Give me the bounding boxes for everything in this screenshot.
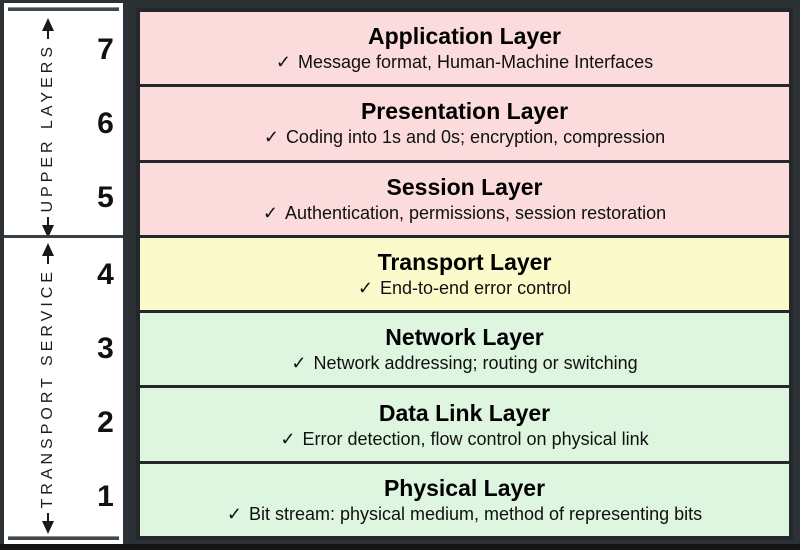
arrow-line xyxy=(47,31,49,39)
layer-title: Data Link Layer xyxy=(378,399,551,426)
check-icon: ✓ xyxy=(291,353,307,374)
layer-detail-text: Error detection, flow control on physica… xyxy=(302,428,649,449)
layer-title: Application Layer xyxy=(368,23,561,50)
layer-number-6: 6 xyxy=(97,107,114,140)
lower-layer-numbers: 4 3 2 1 xyxy=(92,238,123,534)
arrow-line xyxy=(47,216,49,225)
layer-detail: ✓ Authentication, permissions, session re… xyxy=(263,201,666,225)
arrow-up-icon xyxy=(42,18,54,31)
transport-service-group: TRANSPORT SERVICE 4 3 2 1 xyxy=(4,238,123,534)
upper-layer-numbers: 7 6 5 xyxy=(92,13,123,235)
check-icon: ✓ xyxy=(280,428,296,449)
layer-title: Session Layer xyxy=(386,173,543,200)
check-icon: ✓ xyxy=(226,503,242,524)
arrow-up-icon xyxy=(42,243,54,256)
layer-number-3: 3 xyxy=(97,332,114,365)
layer-number-4: 4 xyxy=(97,258,114,291)
layer-detail-text: Network addressing; routing or switching xyxy=(313,353,638,374)
layer-detail-text: Coding into 1s and 0s; encryption, compr… xyxy=(285,127,666,148)
arrow-line xyxy=(47,512,49,521)
osi-layers-table: Application Layer ✓ Message format, Human… xyxy=(136,8,793,540)
layer-row-7-application: Application Layer ✓ Message format, Human… xyxy=(140,12,789,88)
layer-number-1: 1 xyxy=(97,480,114,513)
layer-title: Transport Layer xyxy=(377,248,552,275)
layer-detail: ✓ Network addressing; routing or switchin… xyxy=(291,351,637,375)
arrow-down-icon xyxy=(42,520,54,534)
layer-row-5-session: Session Layer ✓ Authentication, permissio… xyxy=(140,162,789,238)
upper-layers-span-arrow: UPPER LAYERS xyxy=(4,13,92,238)
layer-row-3-network: Network Layer ✓ Network addressing; routi… xyxy=(140,313,789,389)
check-icon: ✓ xyxy=(263,127,279,148)
check-icon: ✓ xyxy=(275,52,291,73)
layer-detail: ✓ End-to-end error control xyxy=(358,276,571,300)
layer-detail-text: End-to-end error control xyxy=(380,277,572,298)
layer-number-7: 7 xyxy=(97,33,114,66)
layer-detail-text: Message format, Human-Machine Interfaces xyxy=(297,52,654,73)
layer-detail-text: Authentication, permissions, session res… xyxy=(284,202,667,223)
layer-row-2-data-link: Data Link Layer ✓ Error detection, flow c… xyxy=(140,388,789,464)
layer-detail-text: Bit stream: physical medium, method of r… xyxy=(248,503,703,524)
top-cap-line xyxy=(8,7,119,11)
arrow-line xyxy=(47,256,49,264)
layer-groups-panel: UPPER LAYERS 7 6 5 TRANSPORT SERVICE 4 xyxy=(4,3,123,544)
bottom-cap-line xyxy=(8,536,119,540)
upper-layers-group: UPPER LAYERS 7 6 5 xyxy=(4,13,123,238)
layer-number-2: 2 xyxy=(97,406,114,439)
transport-service-label: TRANSPORT SERVICE xyxy=(39,268,56,509)
layer-row-4-transport: Transport Layer ✓ End-to-end error contro… xyxy=(140,237,789,314)
check-icon: ✓ xyxy=(357,277,373,298)
layer-title: Presentation Layer xyxy=(360,98,569,125)
check-icon: ✓ xyxy=(262,202,278,223)
layer-detail: ✓ Coding into 1s and 0s; encryption, comp… xyxy=(264,125,665,149)
layer-number-5: 5 xyxy=(97,181,114,214)
upper-layers-label: UPPER LAYERS xyxy=(39,43,56,213)
layer-title: Network Layer xyxy=(385,324,544,351)
arrow-down-icon xyxy=(42,224,54,238)
layer-detail: ✓ Bit stream: physical medium, method of … xyxy=(227,502,702,526)
layer-row-1-physical: Physical Layer ✓ Bit stream: physical med… xyxy=(140,463,789,536)
layer-detail: ✓ Error detection, flow control on physic… xyxy=(280,427,648,451)
transport-service-span-arrow: TRANSPORT SERVICE xyxy=(4,238,92,534)
group-divider-line xyxy=(4,235,123,238)
layer-title: Physical Layer xyxy=(383,474,546,501)
bottom-edge-strip xyxy=(0,544,800,550)
layer-row-6-presentation: Presentation Layer ✓ Coding into 1s and 0… xyxy=(140,87,789,163)
layer-detail: ✓ Message format, Human-Machine Interface… xyxy=(276,50,653,74)
